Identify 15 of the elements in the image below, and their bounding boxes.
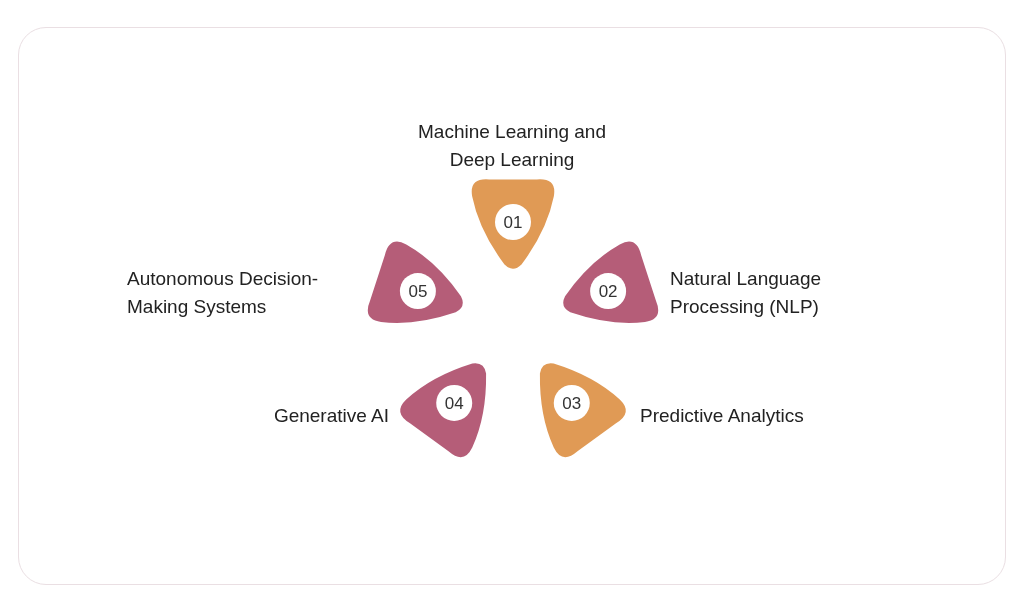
petal-shape [471,179,555,269]
petal-shape [400,363,487,458]
step-label: Generative AI [272,404,389,428]
petal-shape [539,363,626,458]
petal-shape [367,241,463,323]
step-number: 04 [436,384,473,421]
step-number: 05 [399,273,436,310]
step-number: 02 [590,273,627,310]
petal-shape [563,241,659,323]
step-label: Machine Learning and Deep Learning [417,120,607,172]
step-number: 03 [553,384,590,421]
step-number: 01 [495,204,531,240]
step-label: Autonomous Decision-Making Systems [127,267,320,319]
step-label: Natural Language Processing (NLP) [670,267,823,319]
step-label: Predictive Analytics [640,404,805,428]
